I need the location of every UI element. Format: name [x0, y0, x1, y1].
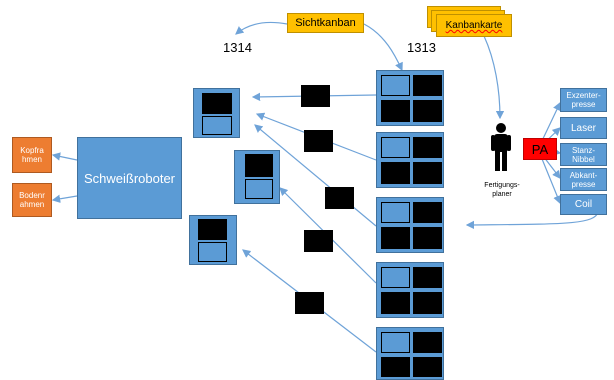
number-1314: 1314: [223, 40, 252, 55]
arrow-coil-lane3: [465, 211, 599, 230]
kanban-marker-1: [301, 85, 330, 107]
sichtkanban-box: Sichtkanban: [287, 13, 364, 33]
lane-1-cell: [381, 75, 410, 96]
lane-2-cell: [381, 137, 410, 158]
machine-label: Laser: [570, 122, 596, 134]
sichtkanban-label: Sichtkanban: [295, 17, 356, 29]
lane-3-cell: [413, 202, 442, 223]
lane-1: [376, 70, 444, 126]
kanban-marker-5: [295, 292, 324, 314]
lane-1-cell: [413, 75, 442, 96]
kanbankarte-box: Kanbankarte: [436, 14, 512, 37]
lane-2: [376, 132, 444, 188]
arrow-kanbankarte-planner: [483, 35, 505, 120]
lane-4: [376, 262, 444, 318]
kanbankarte-label: Kanbankarte: [445, 20, 503, 31]
lane-3-cell: [381, 202, 410, 223]
machine-abkantpresse: Abkant-presse: [560, 168, 607, 191]
schweissroboter-box: Schweißroboter: [77, 137, 182, 219]
buffer-1-slot-empty: [202, 116, 232, 135]
machine-label: Coil: [574, 199, 593, 210]
kanban-marker-2: [304, 130, 333, 152]
pa-box: PA: [523, 138, 557, 160]
lane-3-cell: [381, 227, 410, 249]
buffer-2: [234, 150, 280, 204]
machine-stanz-nibbel: Stanz-Nibbel: [560, 143, 607, 166]
planner-line-1: Fertigungs-: [484, 182, 520, 189]
lane-5-cell: [381, 357, 410, 377]
lane-4-cell: [413, 267, 442, 288]
lane-2-cell: [381, 162, 410, 184]
machine-laser: Laser: [560, 117, 607, 139]
machine-label: Abkant-presse: [569, 170, 598, 189]
bodenrahmen-box: Bodenr ahmen: [12, 183, 52, 217]
kopfrahmen-label: Kopfra hmen: [20, 146, 44, 164]
lane-4-cell: [413, 292, 442, 314]
lane-4-cell: [381, 267, 410, 288]
number-1313: 1313: [407, 40, 436, 55]
buffer-1-slot-full: [202, 93, 232, 114]
lane-2-cell: [413, 137, 442, 158]
buffer-2-slot-full: [245, 154, 273, 177]
buffer-3: [189, 215, 237, 265]
bodenrahmen-label: Bodenr ahmen: [19, 191, 45, 209]
robot-label: Schweißroboter: [83, 170, 176, 186]
machine-exzenterpresse: Exzenter-presse: [560, 88, 607, 112]
lane-2-cell: [413, 162, 442, 184]
lane-5: [376, 327, 444, 380]
lane-3-cell: [413, 227, 442, 249]
machine-label: Stanz-Nibbel: [571, 145, 596, 164]
buffer-3-slot-full: [198, 219, 227, 240]
machine-label: Exzenter-presse: [566, 91, 601, 109]
lane-5-cell: [413, 357, 442, 377]
kanban-marker-3: [325, 187, 354, 209]
buffer-2-slot-empty: [245, 179, 273, 199]
kopfrahmen-box: Kopfra hmen: [12, 137, 52, 173]
arrow-robot-bodenrahmen: [51, 194, 78, 203]
lane-3: [376, 197, 444, 253]
arrow-sichtkanban-left: [235, 21, 288, 35]
lane-4-cell: [381, 292, 410, 314]
machine-coil: Coil: [560, 194, 607, 215]
planner-line-2: planer: [492, 191, 512, 198]
kanban-marker-4: [304, 230, 333, 252]
planner-caption: Fertigungs- planer: [474, 181, 530, 199]
arrow-pa-m5: [539, 153, 562, 205]
arrow-robot-kopfrahmen: [51, 152, 78, 161]
lane-1-cell: [381, 100, 410, 122]
arrow-sichtkanban-right: [363, 23, 403, 72]
lane-5-cell: [413, 332, 442, 353]
lane-1-cell: [413, 100, 442, 122]
buffer-1: [193, 88, 240, 138]
person-icon: [490, 122, 512, 172]
pa-label: PA: [531, 141, 549, 157]
buffer-3-slot-empty: [198, 242, 227, 262]
arrow-lane3-buffer1: [254, 124, 377, 227]
lane-5-cell: [381, 332, 410, 353]
